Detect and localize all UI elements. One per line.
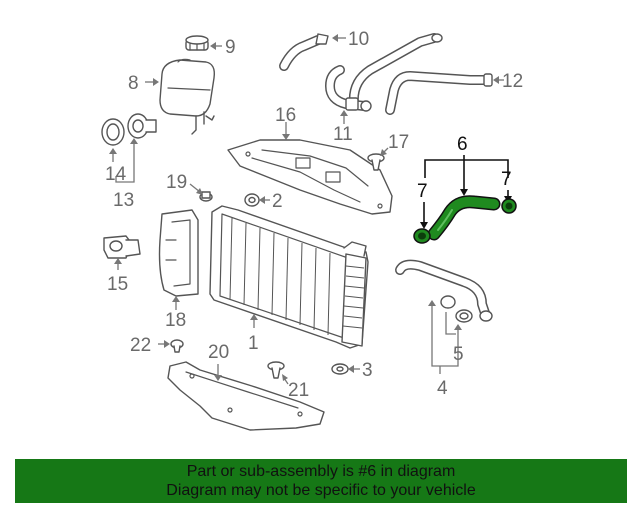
callout-21: 21 bbox=[288, 380, 309, 401]
callout-12: 12 bbox=[502, 71, 523, 92]
part-11-hose bbox=[325, 65, 372, 112]
callout-14: 14 bbox=[105, 164, 127, 185]
part-13-thermostat bbox=[127, 113, 157, 139]
callout-16: 16 bbox=[275, 105, 296, 126]
part-7-clamp-right bbox=[501, 198, 517, 214]
callout-6: 6 bbox=[457, 134, 468, 155]
callout-3: 3 bbox=[362, 360, 373, 381]
callout-11: 11 bbox=[333, 124, 353, 145]
callout-9: 9 bbox=[225, 37, 236, 58]
callout-7-right: 7 bbox=[501, 169, 512, 190]
parts-diagram: 9 8 10 11 12 bbox=[101, 29, 523, 431]
callout-15: 15 bbox=[107, 274, 128, 295]
callout-2: 2 bbox=[272, 191, 283, 212]
callout-13: 13 bbox=[113, 190, 134, 211]
part-9-reservoir-cap bbox=[185, 35, 209, 51]
info-banner: Part or sub-assembly is #6 in diagram Di… bbox=[15, 459, 627, 503]
part-1-radiator bbox=[209, 205, 369, 349]
callout-10: 10 bbox=[348, 29, 369, 50]
callout-17: 17 bbox=[388, 132, 409, 153]
callout-22: 22 bbox=[130, 335, 151, 356]
part-3-clip bbox=[331, 363, 349, 375]
part-12-hose bbox=[385, 71, 493, 115]
part-21-push-pin bbox=[267, 361, 285, 379]
callout-7-left: 7 bbox=[417, 181, 428, 202]
part-7-clamp-left bbox=[413, 228, 431, 244]
callout-4: 4 bbox=[437, 378, 448, 399]
part-16-radiator-support bbox=[227, 139, 393, 215]
part-6-radiator-hose bbox=[427, 195, 501, 241]
banner-line-2: Diagram may not be specific to your vehi… bbox=[166, 482, 476, 499]
part-4-lower-hose bbox=[395, 259, 493, 322]
part-15-water-outlet bbox=[103, 235, 141, 259]
part-8-coolant-reservoir bbox=[159, 58, 216, 135]
part-10-hose bbox=[279, 33, 329, 71]
callout-19: 19 bbox=[166, 172, 187, 193]
part-14-gasket bbox=[101, 118, 125, 146]
callout-18: 18 bbox=[165, 310, 186, 331]
part-18-side-baffle bbox=[158, 209, 199, 297]
banner-line-1: Part or sub-assembly is #6 in diagram bbox=[186, 463, 456, 480]
callout-1: 1 bbox=[248, 333, 259, 354]
callout-8: 8 bbox=[128, 73, 139, 94]
callout-20: 20 bbox=[208, 342, 229, 363]
part-2-bushing bbox=[244, 193, 260, 207]
callout-5: 5 bbox=[453, 344, 464, 365]
part-5-outlet bbox=[440, 295, 473, 323]
part-22-bolt bbox=[170, 339, 184, 353]
part-20-lower-shield bbox=[167, 361, 325, 431]
